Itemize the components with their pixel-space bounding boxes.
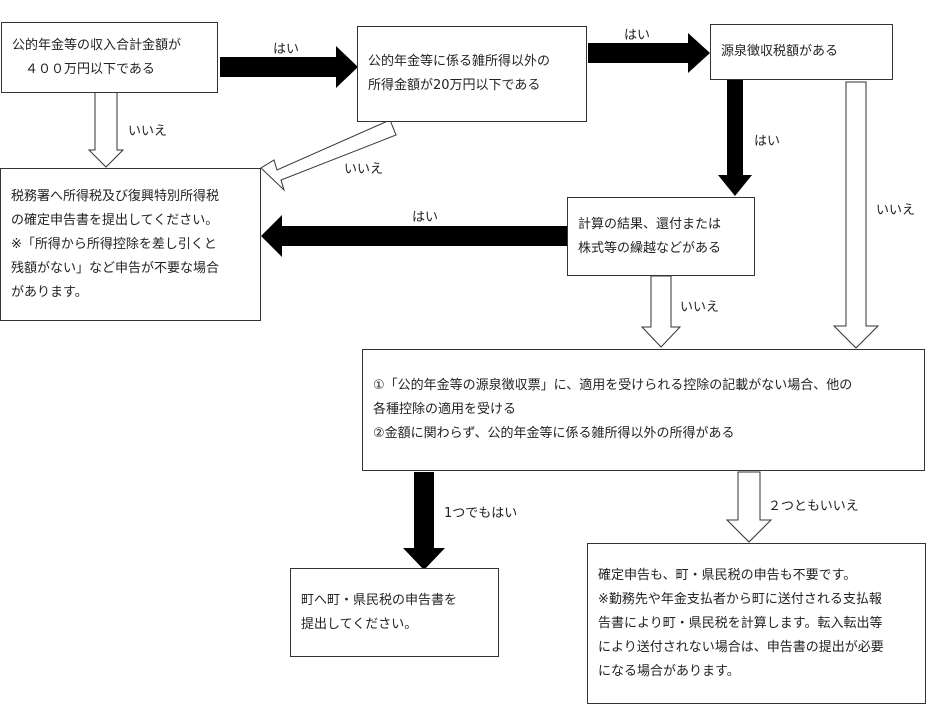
other-income-box: 公的年金等に係る雑所得以外の 所得金額が20万円以下である bbox=[357, 26, 587, 122]
refund-box: 計算の結果、還付または 株式等の繰越などがある bbox=[567, 197, 755, 276]
refund-line-1: 計算の結果、還付または bbox=[578, 216, 722, 232]
arrow-no-1 bbox=[87, 91, 125, 168]
arrow-no-2 bbox=[260, 119, 397, 192]
label-no-4: いいえ bbox=[876, 203, 916, 218]
label-yes-1: はい bbox=[273, 42, 300, 57]
income-box: 公的年金等の収入合計金額が ４００万円以下である bbox=[1, 22, 218, 93]
withholding-line-1: 源泉徴収税額がある bbox=[721, 44, 839, 59]
tax-office-box: 税務署へ所得税及び復興特別所得税 の確定申告書を提出してください。 ※「所得から… bbox=[0, 168, 261, 321]
label-no-3: いいえ bbox=[680, 300, 720, 315]
not-required-line-5: になる場合があります。 bbox=[598, 663, 740, 679]
label-yes-3: はい bbox=[754, 134, 781, 149]
not-required-box: 確定申告も、町・県民税の申告も不要です。 ※勤務先や年金支払者から町に送付される… bbox=[587, 543, 926, 704]
not-required-line-4: により送付されない場合は、申告書の提出が必要 bbox=[598, 639, 884, 655]
conditions-line-2: 各種控除の適用を受ける bbox=[373, 402, 517, 417]
arrow-yes-1 bbox=[220, 46, 358, 88]
other-income-line-1: 公的年金等に係る雑所得以外の bbox=[368, 54, 551, 69]
not-required-line-3: 告書により町・県民税を計算します。転入転出等 bbox=[598, 615, 883, 631]
town-line-1: 町へ町・県民税の申告書を bbox=[301, 592, 458, 608]
arrow-one-yes bbox=[403, 472, 445, 570]
conditions-box: ①「公的年金等の源泉徴収票」に、適用を受けられる控除の記載がない場合、他の 各種… bbox=[362, 349, 925, 471]
label-both-no: ２つともいいえ bbox=[768, 499, 859, 514]
income-line-2: ４００万円以下である bbox=[12, 61, 155, 77]
arrow-no-3 bbox=[640, 275, 682, 348]
not-required-line-2: ※勤務先や年金支払者から町に送付される支払報 bbox=[598, 591, 882, 607]
tax-office-line-5: があります。 bbox=[11, 284, 88, 300]
income-line-1: 公的年金等の収入合計金額が bbox=[12, 37, 182, 53]
tax-office-line-3: ※「所得から所得控除を差し引くと bbox=[11, 236, 217, 252]
conditions-line-3: ②金額に関わらず、公的年金等に係る雑所得以外の所得がある bbox=[373, 426, 735, 441]
label-one-yes: 1つでもはい bbox=[444, 506, 518, 521]
arrow-both-no bbox=[725, 471, 773, 543]
tax-office-line-4: 残額がない」など申告が不要な場合 bbox=[11, 260, 220, 276]
label-yes-2: はい bbox=[624, 28, 651, 43]
town-box: 町へ町・県民税の申告書を 提出してください。 bbox=[290, 568, 499, 657]
not-required-line-1: 確定申告も、町・県民税の申告も不要です。 bbox=[598, 567, 857, 583]
tax-office-line-2: の確定申告書を提出してください。 bbox=[11, 212, 219, 228]
label-yes-4: はい bbox=[412, 210, 439, 225]
conditions-line-1: ①「公的年金等の源泉徴収票」に、適用を受けられる控除の記載がない場合、他の bbox=[373, 378, 853, 393]
arrow-no-4 bbox=[832, 81, 880, 349]
label-no-2: いいえ bbox=[344, 162, 384, 177]
withholding-box: 源泉徴収税額がある bbox=[710, 24, 893, 80]
label-no-1: いいえ bbox=[128, 124, 168, 139]
other-income-line-2: 所得金額が20万円以下である bbox=[368, 78, 541, 93]
arrow-yes-4 bbox=[261, 215, 567, 257]
arrow-yes-2 bbox=[588, 33, 710, 73]
town-line-2: 提出してください。 bbox=[301, 616, 418, 632]
refund-line-2: 株式等の繰越などがある bbox=[578, 240, 722, 256]
tax-office-line-1: 税務署へ所得税及び復興特別所得税 bbox=[11, 188, 220, 204]
arrow-yes-3 bbox=[718, 80, 752, 196]
